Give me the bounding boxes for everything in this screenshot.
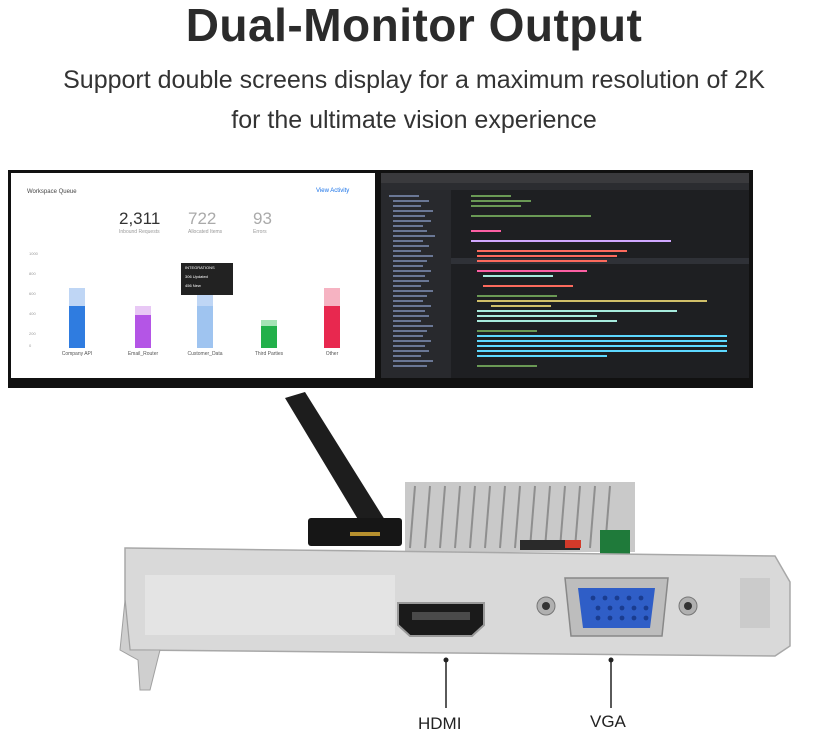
category-label-4: Third Parties (254, 351, 284, 357)
y-tick-0: 0 (29, 343, 32, 348)
headline: Dual-Monitor Output (185, 0, 643, 51)
tooltip-item-1: 306 Updated (185, 274, 208, 279)
metric-label-1: Inbound Requests (119, 229, 160, 235)
subtitle-line-2: for the ultimate vision experience (231, 106, 597, 134)
metric-value-1: 2,311 (119, 209, 161, 228)
bar-email-router (135, 315, 151, 348)
dashboard-screen: Workspace Queue View Activity 2,311 Inbo… (11, 173, 375, 378)
y-tick-200: 200 (29, 331, 36, 336)
bar-third-parties (261, 326, 277, 348)
bar-other (324, 306, 340, 348)
y-tick-400: 400 (29, 311, 36, 316)
subtitle-line-1: Support double screens display for a max… (63, 66, 765, 94)
tooltip-item-2: 456 New (185, 283, 201, 288)
hdmi-label: HDMI (418, 714, 462, 733)
category-label-2: Email_Router (127, 351, 159, 357)
vga-port (536, 577, 698, 637)
heatsink (405, 482, 635, 555)
metric-label-2: Allocated Items (188, 229, 223, 235)
code-editor-art (381, 173, 749, 378)
y-tick-600: 600 (29, 291, 36, 296)
y-tick-1000: 1000 (29, 251, 38, 256)
category-label-1: Company API (61, 351, 93, 357)
stand-arm (285, 392, 385, 526)
vga-label: VGA (590, 712, 626, 731)
hdmi-port (397, 602, 485, 637)
code-editor-screen (381, 173, 749, 378)
tooltip-title: INTEGRATIONS (185, 265, 215, 270)
bar-company-api (69, 306, 85, 348)
stand-hinge (350, 532, 380, 536)
category-label-3: Customer_Data (187, 351, 223, 357)
left-monitor: Workspace Queue View Activity 2,311 Inbo… (8, 170, 379, 388)
tooltip: INTEGRATIONS 306 Updated 456 New (181, 263, 233, 295)
y-tick-800: 800 (29, 271, 36, 276)
right-monitor (379, 170, 753, 388)
metric-value-2: 722 (188, 209, 217, 228)
bar-customer-data (197, 306, 213, 348)
metric-label-3: Errors (253, 229, 267, 235)
metric-value-3: 93 (253, 209, 272, 228)
view-activity-link: View Activity (316, 188, 350, 194)
category-label-5: Other (325, 351, 339, 357)
dashboard-title: Workspace Queue (27, 189, 77, 195)
callout-lines (443, 657, 614, 708)
